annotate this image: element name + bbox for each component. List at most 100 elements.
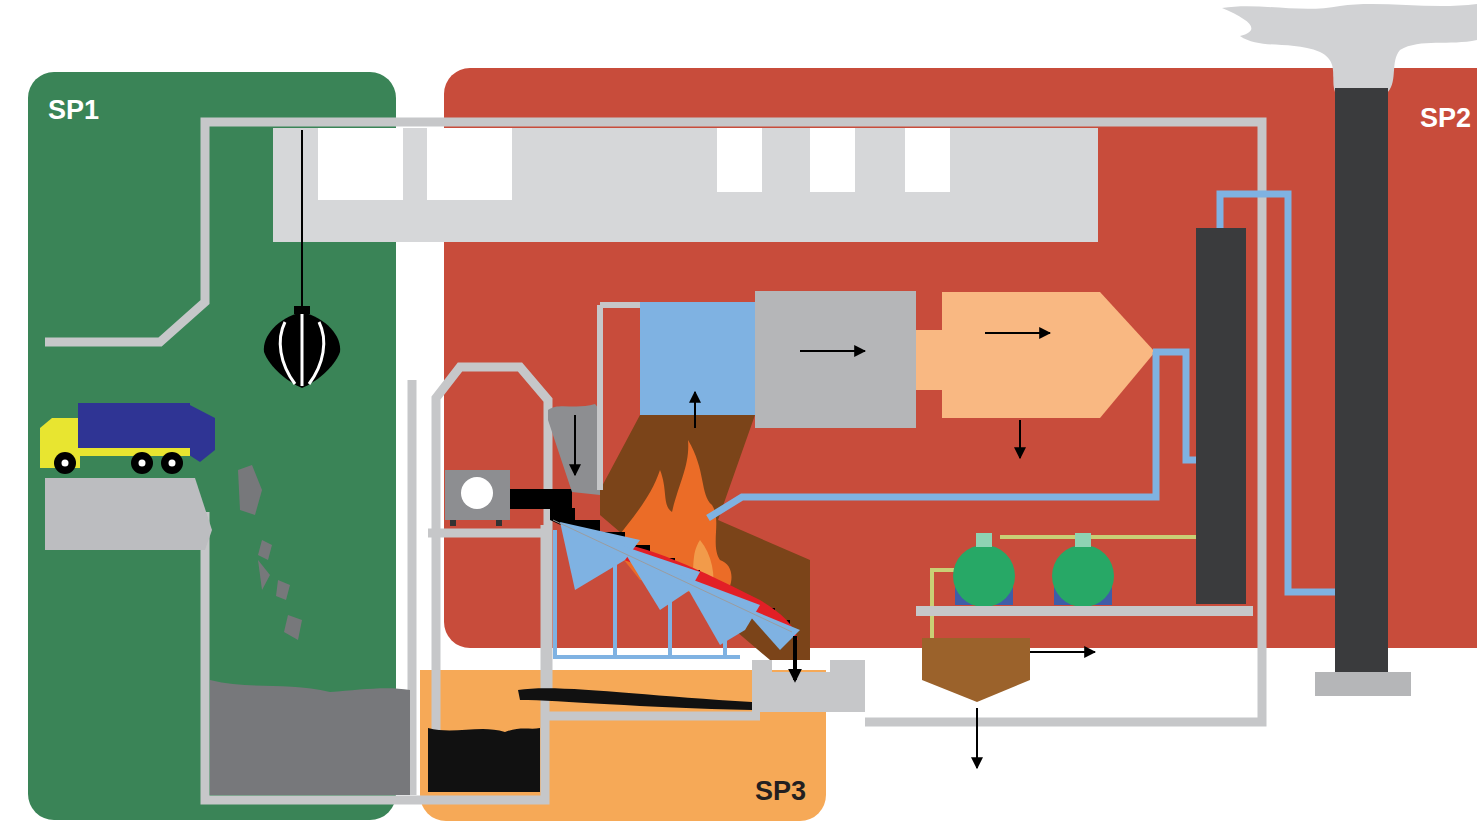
feed-ram [450, 520, 456, 526]
flue-gas-pipes [1153, 352, 1197, 460]
refuse-truck [195, 478, 212, 550]
feed-hopper-waste [574, 415, 576, 475]
zone-panel: SP3 [420, 670, 826, 821]
building-outline [408, 380, 417, 795]
feed-ram [445, 470, 572, 526]
reagent-tanks [1000, 535, 1196, 539]
feed-ram [461, 477, 493, 509]
refuse-truck [54, 452, 76, 474]
crane-grab [264, 312, 340, 388]
crane-rail [717, 128, 762, 192]
moving-grate [680, 575, 760, 645]
ash-discharge [752, 660, 865, 712]
waste-bunker-pile [210, 680, 410, 795]
settling-tank [922, 638, 1030, 702]
falling-waste [258, 540, 272, 560]
crane-grab [294, 306, 310, 314]
boiler-economiser [755, 291, 916, 428]
reagent-tanks [953, 545, 1015, 607]
reagent-tanks [916, 533, 1253, 640]
crane-rail [905, 128, 950, 192]
falling-waste [284, 615, 302, 640]
refuse-truck [78, 403, 190, 453]
settling-tank [1030, 651, 1095, 653]
moving-grate [550, 508, 800, 657]
flue-gas-pipes [708, 352, 1156, 518]
refuse-truck [131, 452, 153, 474]
feed-ram [496, 520, 502, 526]
zone-label: SP3 [755, 777, 806, 807]
crane-grab [301, 130, 303, 308]
building-outline [45, 122, 1262, 722]
moving-grate [560, 522, 640, 590]
flue-gas-filter [916, 330, 946, 390]
building-outline [205, 512, 545, 800]
refuse-truck [45, 478, 195, 550]
ash-bunker-pile [428, 728, 540, 792]
crane-rail [318, 128, 403, 200]
combustion-flames [612, 440, 732, 600]
scrubber-column [1196, 228, 1246, 604]
furnace [600, 415, 810, 660]
flue-gas-filter [916, 292, 1155, 458]
refuse-truck [186, 403, 215, 462]
refuse-truck [62, 460, 69, 467]
falling-waste [238, 465, 262, 515]
waste-bunker-pile [210, 680, 410, 795]
flue-gas-pipes [1220, 194, 1335, 592]
reagent-tanks [955, 585, 1013, 605]
reagent-tanks [1052, 545, 1114, 607]
crane-rail [427, 128, 512, 200]
reagent-tanks [976, 533, 992, 547]
boiler-economiser [800, 350, 865, 352]
moving-grate [555, 530, 740, 657]
chimney [1315, 672, 1411, 696]
ash-discharge [793, 636, 797, 680]
reagent-tanks [1054, 585, 1112, 605]
zone-label: SP2 [1420, 104, 1471, 134]
falling-waste [276, 580, 290, 600]
moving-grate [550, 508, 790, 632]
reagent-tanks [932, 570, 954, 640]
feed-ram [510, 489, 572, 509]
zone-panel: SP1 [28, 72, 396, 820]
furnace [694, 392, 696, 428]
chimney [1335, 88, 1388, 674]
reagent-tanks [916, 606, 1253, 616]
falling-waste [238, 465, 302, 640]
boiler-economiser [755, 291, 916, 428]
flue-gas-filter [1019, 420, 1021, 458]
refuse-truck [40, 403, 215, 550]
refuse-truck [40, 448, 190, 456]
feed-hopper-waste [548, 404, 600, 495]
building-outline [548, 712, 760, 721]
furnace [600, 302, 810, 660]
building-outline [428, 529, 548, 538]
combustion-flames [690, 540, 714, 595]
building-outline [436, 367, 548, 790]
crane-rail [810, 128, 855, 192]
crane-rail [273, 128, 1098, 242]
furnace [600, 305, 640, 490]
refuse-truck [169, 460, 176, 467]
combustion-flames [612, 440, 732, 600]
smoke-plume [1222, 4, 1477, 92]
crane-grab [280, 314, 324, 386]
ash-conveyor [518, 688, 752, 710]
flue-gas-pipes [708, 194, 1335, 592]
feed-ram [445, 470, 510, 520]
settling-tank [922, 638, 1095, 768]
feed-hopper-waste [548, 404, 600, 495]
building-outline [45, 122, 1262, 800]
moving-grate [600, 540, 798, 640]
ash-discharge [752, 636, 865, 712]
flue-gas-filter [985, 332, 1050, 334]
zone-label: SP1 [48, 96, 99, 126]
scrubber-column [1196, 228, 1246, 604]
falling-waste [258, 560, 270, 590]
flue-gas-filter [942, 292, 1155, 418]
